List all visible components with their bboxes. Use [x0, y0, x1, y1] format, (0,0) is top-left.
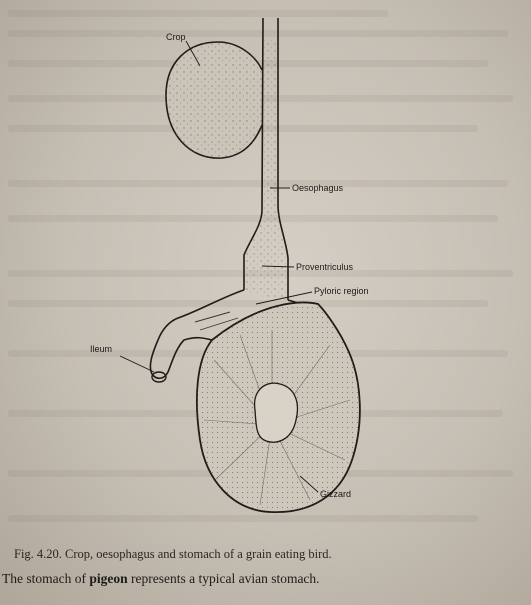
label-gizzard: Gizzard: [320, 489, 351, 499]
body-text-line: The stomach of pigeon represents a typic…: [2, 571, 529, 587]
proventriculus-texture: [244, 205, 288, 300]
figure-caption: Fig. 4.20. Crop, oesophagus and stomach …: [14, 547, 519, 562]
label-proventriculus: Proventriculus: [296, 262, 354, 272]
label-pyloric-region: Pyloric region: [314, 286, 369, 296]
label-oesophagus: Oesophagus: [292, 183, 344, 193]
gizzard-lumen: [255, 383, 298, 442]
ileum-leader-line: [120, 356, 154, 372]
body-text-suffix: represents a typical avian stomach.: [128, 571, 320, 586]
digestive-tract-diagram: Crop Oesophagus Proventriculus Pyloric r…: [0, 0, 531, 540]
oesophagus-texture: [264, 40, 277, 210]
body-text-prefix: The stomach of: [2, 571, 89, 586]
label-crop: Crop: [166, 32, 186, 42]
pyloric-fold: [195, 312, 230, 322]
label-ileum: Ileum: [90, 344, 112, 354]
body-text-emphasis: pigeon: [89, 571, 127, 586]
